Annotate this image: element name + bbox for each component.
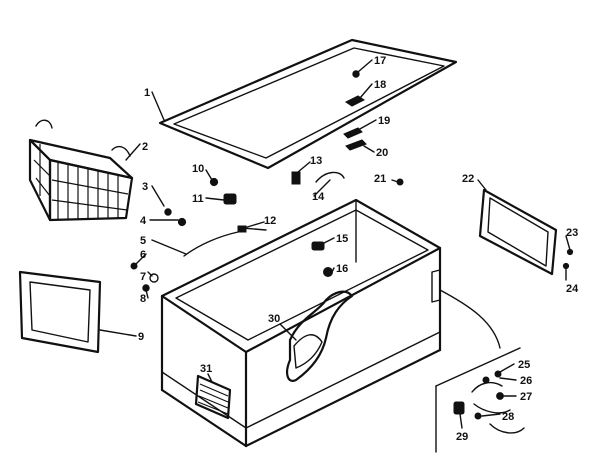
screw-6 <box>130 262 138 270</box>
screw-3 <box>164 208 172 216</box>
callout-17: 17 <box>374 55 386 67</box>
wire-clip-14 <box>315 171 345 183</box>
hinge-bracket-18 <box>345 95 365 107</box>
drain-plug-15 <box>311 241 325 251</box>
electrical-inset <box>435 289 525 453</box>
drain-cap-16 <box>323 267 333 277</box>
callout-26: 26 <box>520 375 532 387</box>
callout-14: 14 <box>312 191 325 203</box>
callout-13: 13 <box>310 155 322 167</box>
callout-4: 4 <box>140 215 147 227</box>
vent-grille <box>194 374 232 420</box>
callout-12: 12 <box>264 215 276 227</box>
bushing-4 <box>177 217 187 227</box>
callout-6: 6 <box>140 249 146 261</box>
capillary-tube-12 <box>237 225 267 233</box>
washer-7 <box>149 273 159 283</box>
callout-30: 30 <box>268 313 280 325</box>
lid-gasket <box>158 38 458 170</box>
freezer-cabinet <box>160 198 442 448</box>
callout-8: 8 <box>140 293 146 305</box>
callout-10: 10 <box>192 163 204 175</box>
callout-21: 21 <box>374 173 386 185</box>
callout-20: 20 <box>376 147 388 159</box>
thermostat-11 <box>223 193 237 205</box>
callout-22: 22 <box>462 173 474 185</box>
callout-1: 1 <box>144 87 150 99</box>
callout-5: 5 <box>140 235 146 247</box>
callout-2: 2 <box>142 141 148 153</box>
hinge-19 <box>343 127 363 139</box>
callout-29: 29 <box>456 431 468 443</box>
callout-23: 23 <box>566 227 578 239</box>
callout-18: 18 <box>374 79 386 91</box>
callout-19: 19 <box>378 115 390 127</box>
light-switch-13 <box>291 171 301 185</box>
callout-7: 7 <box>140 271 146 283</box>
leader-lines <box>99 59 571 429</box>
cord-5 <box>183 231 239 257</box>
hinge-plate-20 <box>345 139 367 151</box>
callout-11: 11 <box>192 193 204 205</box>
wire-basket <box>28 119 134 222</box>
callout-labels: 1 2 3 4 5 6 7 8 9 10 11 12 13 14 15 16 1… <box>138 55 579 443</box>
callout-15: 15 <box>336 233 348 245</box>
callout-9: 9 <box>138 331 144 343</box>
left-panel <box>18 270 102 354</box>
callout-31: 31 <box>200 363 212 375</box>
callout-24: 24 <box>566 283 579 295</box>
callout-28: 28 <box>502 411 514 423</box>
callout-27: 27 <box>520 391 532 403</box>
right-panel <box>478 188 558 276</box>
callout-3: 3 <box>142 181 148 193</box>
callout-16: 16 <box>336 263 348 275</box>
callout-25: 25 <box>518 359 530 371</box>
